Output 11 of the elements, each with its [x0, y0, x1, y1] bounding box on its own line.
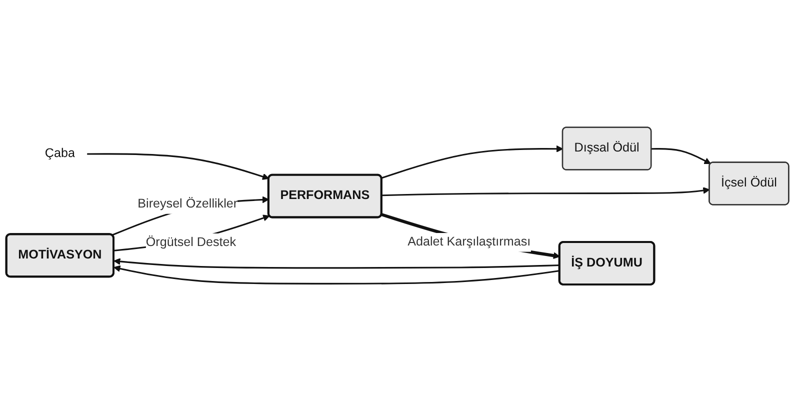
arrow: [114, 265, 560, 285]
arrow: [381, 213, 560, 260]
edge-label: Örgütsel Destek: [146, 236, 236, 250]
arrow: [382, 187, 710, 196]
arrow: [381, 146, 564, 179]
edge-label: Adalet Karşılaştırması: [408, 235, 531, 249]
arrow: [114, 258, 560, 269]
node-text: Çaba: [44, 146, 75, 160]
arrow: [87, 153, 270, 180]
edge-label: Bireysel Özellikler: [138, 198, 238, 211]
arrow: [651, 148, 712, 164]
